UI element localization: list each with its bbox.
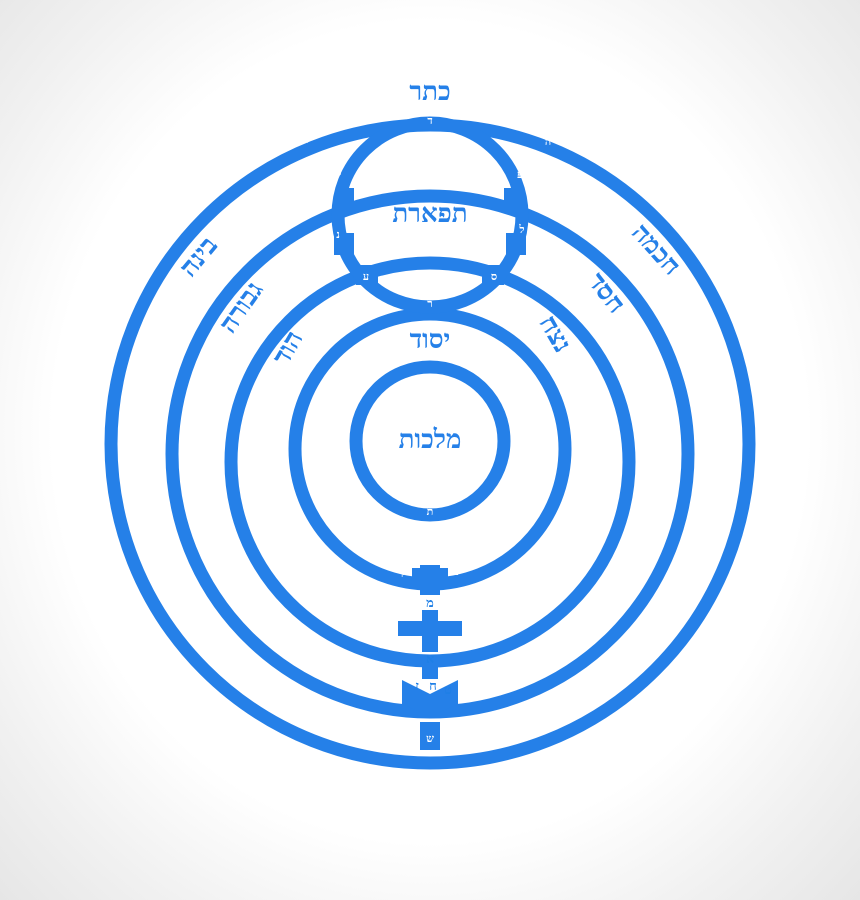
letter-pe-low: פ bbox=[369, 624, 375, 637]
connector-block-5 bbox=[482, 265, 504, 285]
letter-chet: ח bbox=[429, 679, 437, 694]
connector-block-4 bbox=[356, 265, 378, 285]
letter-resh: ר bbox=[427, 297, 432, 310]
connector-block-3 bbox=[506, 233, 526, 255]
letter-he: ה bbox=[545, 135, 551, 148]
connector-block-1 bbox=[504, 188, 522, 212]
letter-kaf: כ bbox=[465, 624, 470, 637]
chokhmah-label: חכמה bbox=[625, 218, 686, 282]
connector-fork bbox=[402, 680, 458, 712]
letter-mem: מ bbox=[426, 596, 434, 611]
letter-shin: ש bbox=[426, 732, 434, 745]
letter-pe-top: פ bbox=[517, 168, 523, 181]
letter-alef: א bbox=[426, 652, 434, 667]
connector-base bbox=[420, 722, 440, 750]
letter-nun: נ bbox=[336, 228, 340, 241]
letter-dalet: ד bbox=[427, 114, 432, 127]
connector-block-2 bbox=[334, 233, 354, 255]
letter-vav: ו bbox=[306, 133, 309, 146]
letter-bet: ב bbox=[471, 682, 476, 695]
connector-block-0 bbox=[336, 188, 354, 212]
connector-stem-low bbox=[422, 655, 438, 679]
keter-label: כתר bbox=[409, 77, 450, 107]
letter-tsadi: צ bbox=[453, 565, 459, 578]
letter-ayin: ע bbox=[363, 270, 369, 283]
yesod-label: יסוד bbox=[410, 325, 451, 355]
letter-samekh: ס bbox=[491, 270, 497, 283]
ring-inner bbox=[349, 360, 511, 522]
letter-zayin: ז bbox=[415, 679, 419, 694]
letter-lamed: ל bbox=[518, 223, 524, 236]
ring-tiferet bbox=[331, 116, 529, 314]
connector-cross bbox=[398, 621, 462, 636]
letter-yod: י bbox=[339, 168, 342, 181]
letter-tet: ט bbox=[444, 683, 452, 698]
letter-gimel: ג bbox=[382, 682, 386, 695]
connector-cap bbox=[412, 568, 448, 581]
letter-tav: ת bbox=[427, 505, 434, 518]
tiferet-label: תפארת bbox=[392, 199, 467, 229]
connector-paths bbox=[334, 188, 526, 750]
letter-qof: ק bbox=[401, 565, 407, 578]
malkhut-label: מלכות bbox=[399, 425, 462, 455]
